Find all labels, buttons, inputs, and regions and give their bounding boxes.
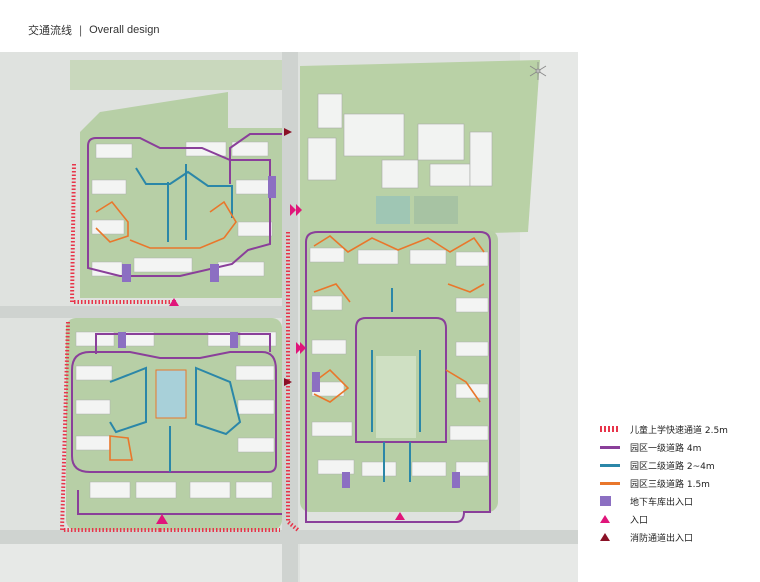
school-buildings xyxy=(307,93,493,189)
legend-label: 园区三级道路 1.5m xyxy=(630,479,710,490)
fire-access-markers xyxy=(284,128,292,386)
entrance-markers xyxy=(156,204,405,524)
legend-item-entrance: 入口 xyxy=(600,510,758,528)
road-horizontal xyxy=(0,306,290,318)
legend-label: 儿童上学快速通道 2.5m xyxy=(630,425,728,436)
legend-label: 地下车库出入口 xyxy=(630,497,694,508)
parcel-a xyxy=(80,92,282,298)
parcel-b xyxy=(66,318,282,530)
purple-line-icon xyxy=(600,445,620,449)
legend-label: 园区二级道路 2~4m xyxy=(630,461,715,472)
child-route xyxy=(59,163,300,532)
page-title-en: Overall design xyxy=(89,24,160,36)
legend-item-garage-entry: 地下车库出入口 xyxy=(600,492,758,510)
title-separator: | xyxy=(79,23,83,37)
legend-item-child-route: 儿童上学快速通道 2.5m xyxy=(600,420,758,438)
legend-label: 消防通道出入口 xyxy=(630,533,694,544)
page-header: 交通流线 | Overall design xyxy=(28,20,159,40)
entrance-triangle-icon xyxy=(600,515,610,523)
fire-access-triangle-icon xyxy=(600,533,610,541)
legend-label: 园区一级道路 4m xyxy=(630,443,702,454)
legend-item-fire-access: 消防通道出入口 xyxy=(600,528,758,546)
sports-court xyxy=(376,196,410,224)
legend: 儿童上学快速通道 2.5m 园区一级道路 4m 园区二级道路 2~4m 园区三级… xyxy=(600,420,758,546)
secondary-roads xyxy=(109,164,421,482)
outer-green-top xyxy=(70,60,290,90)
page-title-zh: 交通流线 xyxy=(28,24,72,37)
legend-item-secondary-road: 园区二级道路 2~4m xyxy=(600,456,758,474)
legend-item-primary-road: 园区一级道路 4m xyxy=(600,438,758,456)
orange-line-icon xyxy=(600,481,620,485)
water-feature-b xyxy=(155,369,187,419)
compass-icon xyxy=(529,62,547,80)
garage-entries xyxy=(118,176,460,488)
tertiary-roads xyxy=(95,200,485,461)
teal-line-icon xyxy=(600,463,620,467)
dashed-line-icon xyxy=(600,426,620,432)
legend-item-tertiary-road: 园区三级道路 1.5m xyxy=(600,474,758,492)
plaza-d xyxy=(376,356,416,438)
legend-label: 入口 xyxy=(630,515,649,526)
outer-block-bottom-left xyxy=(0,544,282,582)
running-court xyxy=(414,196,458,224)
buildings-parcel-b xyxy=(75,331,277,499)
outer-block-bottom-right xyxy=(300,544,578,582)
road-bottom xyxy=(0,530,578,544)
site-plan xyxy=(0,52,578,582)
garage-square-icon xyxy=(600,496,611,506)
